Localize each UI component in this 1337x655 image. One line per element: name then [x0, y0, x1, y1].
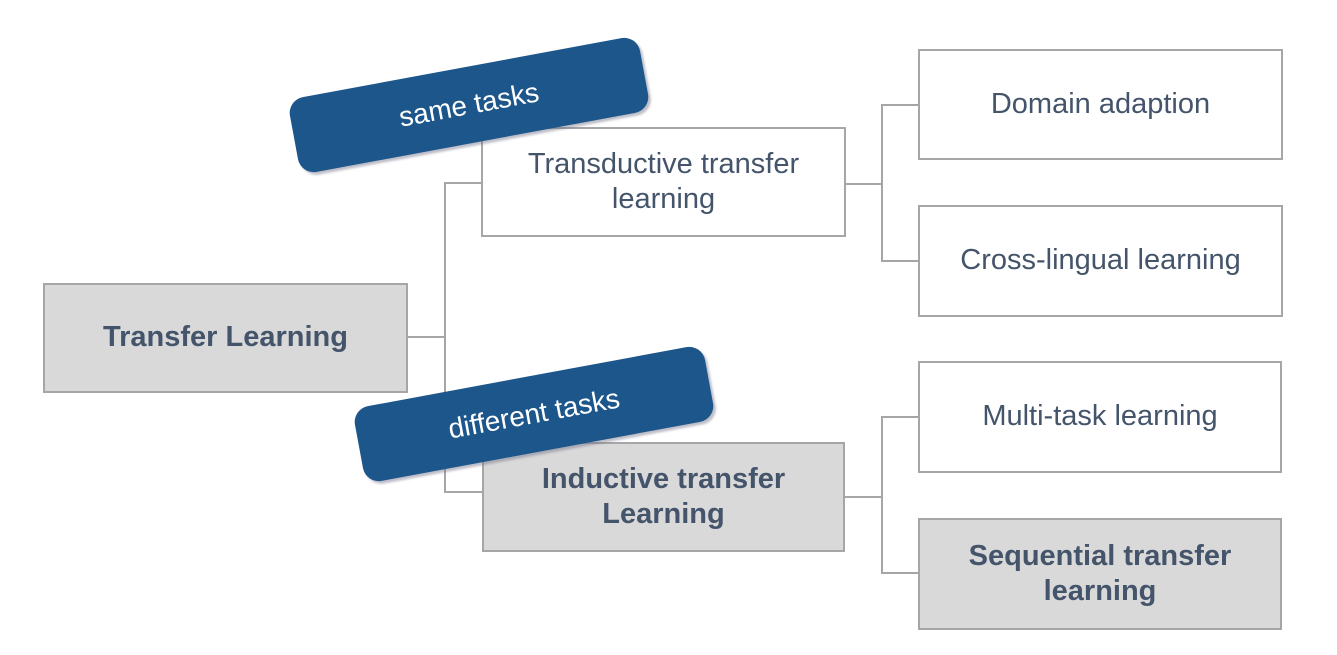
node-domain-adaption-label: Domain adaption [990, 87, 1211, 120]
node-sequential-transfer-learning: Sequential transfer learning [918, 518, 1282, 630]
node-cross-lingual-label: Cross-lingual learning [960, 244, 1241, 277]
node-transductive-label: Transductive transfer learning [527, 147, 800, 215]
node-multi-task-label: Multi-task learning [982, 400, 1218, 433]
node-transfer-learning: Transfer Learning [43, 283, 408, 393]
connector-domain-branch [883, 104, 918, 106]
node-transductive-transfer-learning: Transductive transfer learning [481, 127, 846, 237]
node-multi-task-learning: Multi-task learning [918, 361, 1282, 473]
connector-sequential-branch [883, 572, 918, 574]
connector-transductive-stub [846, 183, 881, 185]
node-cross-lingual-learning: Cross-lingual learning [918, 205, 1283, 317]
connector-right-top-trunk [881, 104, 883, 262]
node-inductive-label: Inductive transfer Learning [541, 462, 786, 530]
node-domain-adaption: Domain adaption [918, 49, 1283, 160]
badge-same-tasks-label: same tasks [396, 76, 542, 133]
connector-left-trunk [444, 182, 446, 493]
connector-multitask-branch [883, 416, 918, 418]
connector-left-top-branch [446, 182, 481, 184]
node-transfer-learning-label: Transfer Learning [103, 321, 348, 354]
node-inductive-transfer-learning: Inductive transfer Learning [482, 442, 845, 552]
node-sequential-label: Sequential transfer learning [968, 539, 1232, 607]
connector-inductive-stub [845, 496, 881, 498]
connector-right-bottom-trunk [881, 416, 883, 574]
connector-root-stub [408, 336, 445, 338]
badge-different-tasks-label: different tasks [445, 382, 623, 445]
connector-cross-branch [883, 260, 918, 262]
connector-left-bottom-branch [446, 491, 482, 493]
